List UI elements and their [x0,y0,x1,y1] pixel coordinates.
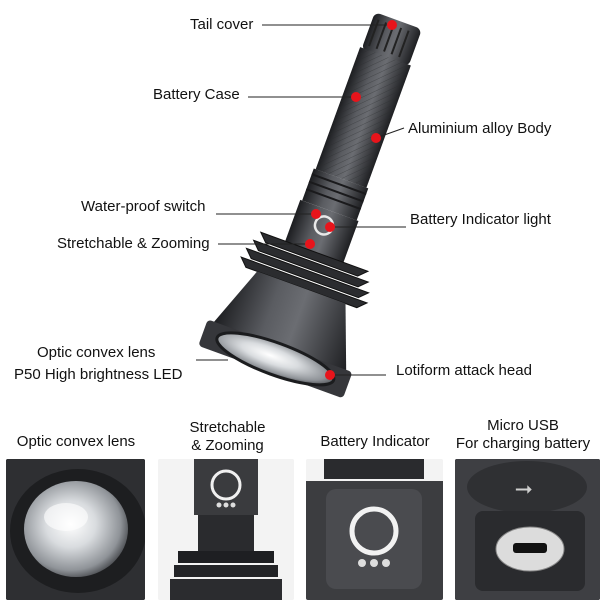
callout-attack-head: Lotiform attack head [396,362,532,379]
panel-battery-photo [306,459,443,600]
callout-aluminium-body: Aluminium alloy Body [408,120,552,137]
callout-led: P50 High brightness LED [14,366,183,383]
dot-battery-case [351,92,361,102]
dot-battery-indicator [325,222,335,232]
dot-attack-head [325,370,335,380]
panel-lens-photo [6,459,145,600]
callout-waterproof-switch: Water-proof switch [81,198,206,215]
flashlight-illustration [199,13,421,398]
callout-battery-case: Battery Case [153,86,240,103]
tail-cap [363,13,421,66]
panel-caption-zooming: Stretchable & Zooming [160,419,295,455]
head [212,271,347,372]
callout-stretchable-zooming: Stretchable & Zooming [57,235,210,252]
callout-lines [196,20,406,380]
panel-caption-usb-line1: Micro USB [487,417,559,434]
callout-optic-lens: Optic convex lens [37,344,156,361]
dot-waterproof-switch [311,209,321,219]
usb-icon: ⭢ [515,476,533,501]
callout-tail-cover: Tail cover [190,16,254,33]
callout-battery-indicator-light: Battery Indicator light [410,211,551,228]
dot-tail-cover [387,20,397,30]
panel-caption-zooming-line2: & Zooming [191,437,264,454]
panel-zooming-photo [158,459,294,600]
dot-aluminium-body [371,133,381,143]
panel-caption-usb-line2: For charging battery [455,435,591,452]
panel-caption-usb: Micro USB For charging battery [448,417,598,453]
panel-caption-zooming-line1: Stretchable [189,419,266,436]
panel-usb-photo: ⭢ [455,459,600,600]
panel-caption-battery: Battery Indicator [320,433,430,450]
dot-stretchable-zooming [305,239,315,249]
lens [215,331,336,387]
cooling-fins [240,231,370,309]
panel-caption-lens: Optic convex lens [16,433,136,450]
